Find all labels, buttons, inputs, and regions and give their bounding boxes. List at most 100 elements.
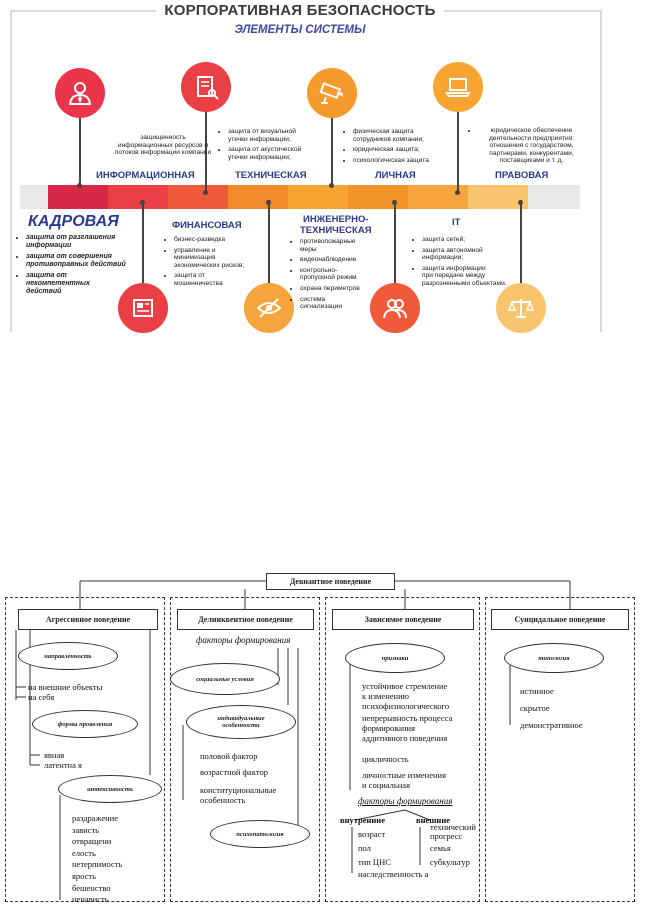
list-item: половой фактор: [200, 751, 258, 761]
band-segment: [348, 185, 408, 209]
suicidal-behavior-box: Суицидальное поведение: [491, 609, 629, 630]
band-segment: [168, 185, 228, 209]
band-segment: [48, 185, 108, 209]
signs-oval: признаки: [345, 643, 445, 673]
category-financial: ФИНАНСОВАЯ: [172, 220, 242, 231]
band-segment: [288, 185, 348, 209]
category-band: [20, 185, 580, 209]
category-engineering: ИНЖЕНЕРНО- ТЕХНИЧЕСКАЯ: [300, 214, 372, 236]
note-item: контрольно- пропускной режим: [300, 267, 382, 282]
note-item: юридическая защита;: [353, 146, 450, 154]
connector-line: [331, 112, 333, 185]
connector-dot: [329, 183, 334, 188]
scales-icon: [496, 283, 546, 333]
infographic-title: КОРПОРАТИВНАЯ БЕЗОПАСНОСТЬ: [0, 2, 600, 19]
list-item: бешенство: [72, 882, 111, 893]
list-item: конституциональные особенность: [200, 785, 277, 805]
column-frame: [170, 597, 320, 902]
external-label: внешние: [416, 815, 451, 825]
connector-dot: [518, 200, 523, 205]
factors-label: факторы формирования: [358, 796, 453, 806]
list-item: устойчивое стремление к изменению психоф…: [362, 681, 450, 711]
informational-note: защищенность информационных ресурсов и п…: [114, 134, 212, 157]
category-informational: ИНФОРМАЦИОННАЯ: [96, 170, 195, 181]
list-item: на себя: [28, 692, 55, 702]
dependent-behavior-box: Зависимое поведение: [332, 609, 474, 630]
category-legal: ПРАВОВАЯ: [495, 170, 549, 181]
individual-features-oval: индивидуальные особенности: [186, 705, 296, 739]
list-item: возраст: [358, 829, 386, 839]
document-key-icon: [181, 62, 231, 112]
column-frame: [325, 597, 480, 902]
list-item: субкультур: [430, 857, 470, 867]
connector-line: [205, 112, 207, 192]
note-item: защита от некомпетентных действий: [26, 272, 126, 296]
social-conditions-oval: социальные условия: [170, 663, 280, 695]
root-box: Девиантное поведение: [266, 573, 395, 590]
connector-line: [268, 200, 270, 288]
people-icon: [370, 283, 420, 333]
band-segment: [468, 185, 528, 209]
list-item: цикличность: [362, 754, 409, 764]
newspaper-icon: [118, 283, 168, 333]
connector-dot: [392, 200, 397, 205]
connector-dot: [140, 200, 145, 205]
laptop-icon: [433, 62, 483, 112]
list-item: ненависть: [72, 894, 109, 905]
intensity-oval: интенсивность: [58, 775, 162, 803]
column-frame: [5, 597, 165, 902]
connector-dot: [266, 200, 271, 205]
connector-line: [520, 200, 522, 288]
note-item: управление и минимизация экономических р…: [174, 247, 264, 270]
list-item: тип ЦНС: [358, 857, 391, 867]
list-item: нетерпимость: [72, 859, 123, 870]
note-item: система сигнализации: [300, 296, 382, 311]
category-personal: ЛИЧНАЯ: [375, 170, 416, 181]
connector-dot: [203, 190, 208, 195]
delinquent-behavior-box: Делинквентное поведение: [177, 609, 314, 630]
psychopathology-oval: психопатология: [210, 820, 310, 848]
list-item: скрытое: [520, 703, 550, 713]
note-item: защита от визуальной утечки информации;: [228, 128, 320, 143]
technical-notes: защита от визуальной утечки информации;з…: [220, 128, 320, 164]
connector-dot: [77, 183, 82, 188]
note-item: защита информации при передаче между раз…: [422, 265, 514, 288]
list-item: раздражение: [72, 813, 118, 823]
category-it: IT: [452, 217, 461, 228]
note-item: противопожарные меры: [300, 238, 382, 253]
connector-line: [457, 112, 459, 192]
list-item: елость: [72, 847, 96, 858]
internal-label: внутрениие: [340, 815, 385, 825]
note-item: психологическая защита: [353, 157, 450, 165]
note-item: физическая защита сотрудников компании;: [353, 128, 450, 143]
list-item: зависть: [72, 824, 100, 835]
it-notes: защита сетей; защита автономной информаци…: [414, 236, 514, 291]
note-item: защита сетей;: [422, 236, 514, 244]
connector-line: [79, 112, 81, 185]
column-frame: [485, 597, 635, 902]
band-segment: [528, 185, 580, 209]
list-item: пол: [358, 843, 371, 853]
connector-dot: [455, 190, 460, 195]
eye-crossed-icon: [244, 283, 294, 333]
list-item: явная: [44, 750, 65, 760]
deviant-behavior-diagram: Девиантное поведение Агрессивное поведен…: [0, 565, 651, 905]
band-segment: [20, 185, 48, 209]
list-item: технический прогресс: [430, 822, 476, 841]
list-item: непрерывность процесса формирования адди…: [362, 713, 453, 743]
category-technical: ТЕХНИЧЕСКАЯ: [235, 170, 307, 181]
category-personnel: КАДРОВАЯ: [28, 213, 119, 230]
list-item: ярость: [72, 871, 96, 881]
list-item: семья: [430, 843, 451, 853]
direction-oval: направленность: [18, 642, 118, 670]
note-item: защита автономной информации;: [422, 247, 514, 262]
list-item: личностные изменения и социальная: [362, 770, 446, 790]
list-item: возрастной фактор: [200, 767, 268, 777]
aggressive-behavior-box: Агрессивное поведение: [18, 609, 158, 630]
note-item: защита от совершения противоправных дейс…: [26, 253, 126, 269]
engineering-notes: противопожарные мерывидеонаблюдениеконтр…: [292, 238, 382, 314]
list-item: наследственность а: [358, 869, 429, 879]
note-item: защита от разглашения информации: [26, 234, 126, 250]
band-segment: [228, 185, 288, 209]
corporate-security-infographic: КОРПОРАТИВНАЯ БЕЗОПАСНОСТЬ ЭЛЕМЕНТЫ СИСТ…: [0, 0, 651, 333]
